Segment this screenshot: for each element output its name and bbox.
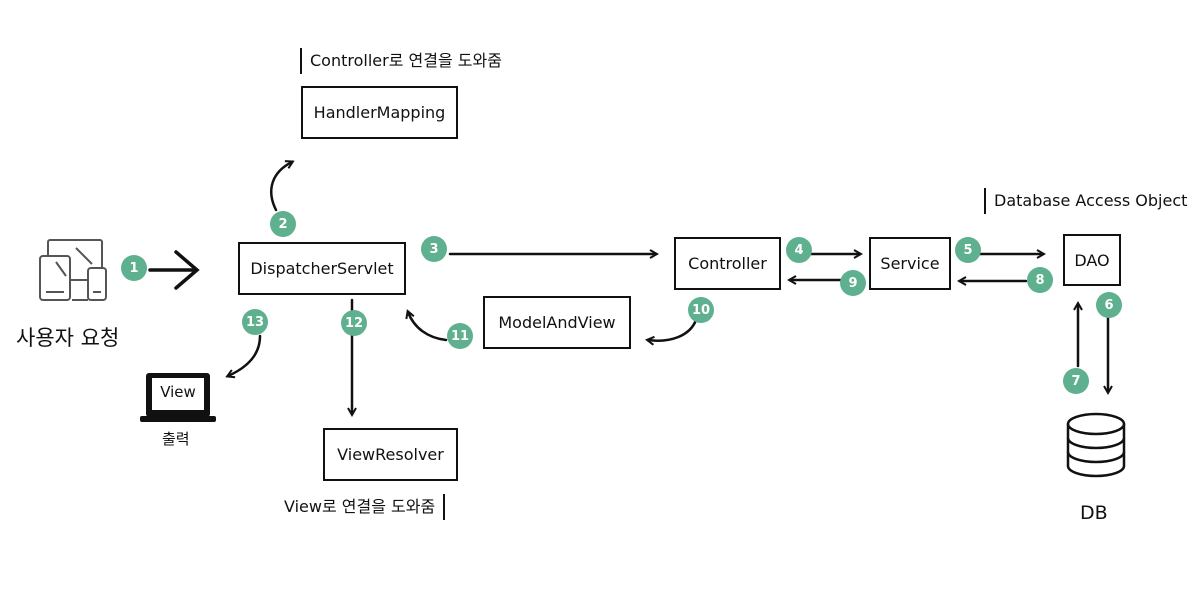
step-badge-10: 10: [688, 297, 714, 323]
step-badge-12: 12: [341, 310, 367, 336]
view-screen-label: View: [160, 383, 196, 401]
arrow-10: [648, 318, 698, 341]
step-badge-13: 13: [242, 309, 268, 335]
step-badge-2: 2: [270, 211, 296, 237]
step-badge-1: 1: [121, 255, 147, 281]
handler-mapping-label: HandlerMapping: [313, 103, 446, 122]
view-resolver-label: ViewResolver: [337, 445, 444, 464]
handler-mapping-box: HandlerMapping: [301, 86, 458, 139]
step-badge-9: 9: [840, 270, 866, 296]
db-label: DB: [1080, 502, 1108, 524]
view-output-label: 출력: [162, 430, 190, 448]
controller-box: Controller: [674, 237, 781, 290]
dao-box: DAO: [1063, 234, 1121, 286]
dispatcher-servlet-box: DispatcherServlet: [238, 242, 406, 295]
view-resolver-box: ViewResolver: [323, 428, 458, 481]
database-icon: [1066, 412, 1126, 478]
service-label: Service: [880, 254, 940, 273]
step-badge-3: 3: [421, 236, 447, 262]
view-resolver-note: View로 연결을 도와줌: [284, 494, 446, 520]
step-badge-8: 8: [1027, 267, 1053, 293]
service-box: Service: [869, 237, 951, 290]
handler-mapping-note: Controller로 연결을 도와줌: [300, 48, 502, 74]
controller-label: Controller: [688, 254, 767, 273]
arrow-13: [228, 334, 262, 376]
step-badge-11: 11: [447, 323, 473, 349]
laptop-icon: [140, 373, 216, 422]
model-and-view-label: ModelAndView: [498, 313, 616, 332]
step-badge-6: 6: [1096, 292, 1122, 318]
arrow-11: [408, 312, 448, 342]
dispatcher-servlet-label: DispatcherServlet: [250, 259, 394, 278]
step-badge-7: 7: [1063, 368, 1089, 394]
dao-note: Database Access Object: [984, 188, 1187, 214]
arrow-2: [270, 162, 292, 212]
user-request-label: 사용자 요청: [16, 326, 120, 350]
model-and-view-box: ModelAndView: [483, 296, 631, 349]
step-badge-5: 5: [955, 237, 981, 263]
step-badge-4: 4: [786, 237, 812, 263]
devices-icon: [39, 239, 107, 301]
dao-label: DAO: [1074, 250, 1110, 270]
